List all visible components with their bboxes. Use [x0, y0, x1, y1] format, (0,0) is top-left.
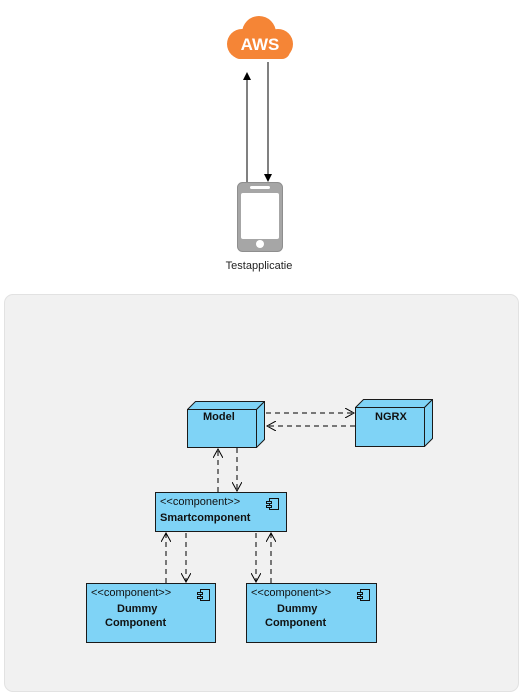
dummy-right-name-line1: Dummy	[277, 603, 318, 615]
component-icon	[266, 498, 279, 510]
ngrx-node-label: NGRX	[375, 411, 407, 423]
smartcomponent-name: Smartcomponent	[160, 512, 251, 524]
device-label: Testapplicatie	[225, 260, 293, 272]
smartcomponent-box[interactable]: <<component>> Smartcomponent	[155, 492, 287, 532]
dummy-left-name-line2: Component	[105, 617, 167, 629]
dummy-left-name-line1: Dummy	[117, 603, 158, 615]
model-node-shape	[187, 401, 265, 448]
phone-icon	[237, 182, 283, 252]
dummy-component-right[interactable]: <<component>> Dummy Component	[246, 583, 377, 643]
model-node[interactable]: Model	[187, 401, 265, 448]
ngrx-node[interactable]: NGRX	[355, 399, 433, 447]
model-node-label: Model	[203, 411, 235, 423]
dummy-right-name-line2: Component	[265, 617, 327, 629]
aws-cloud-icon: AWS	[227, 16, 293, 59]
smartcomponent-stereotype: <<component>>	[160, 496, 241, 508]
component-icon	[197, 589, 210, 601]
dummy-left-stereotype: <<component>>	[91, 587, 172, 599]
dummy-component-left[interactable]: <<component>> Dummy Component	[86, 583, 216, 643]
ngrx-node-shape	[355, 399, 433, 447]
dummy-right-stereotype: <<component>>	[251, 587, 332, 599]
aws-logo-text: AWS	[241, 35, 280, 54]
component-icon	[357, 589, 370, 601]
